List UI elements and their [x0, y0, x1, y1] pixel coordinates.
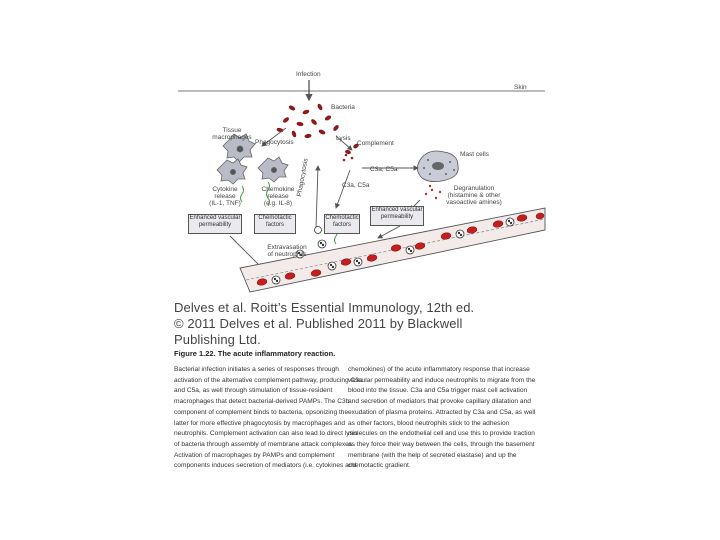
caption-left-line: activation of the alternative complement…	[174, 376, 363, 384]
caption-right-line: vascular permeability and induce neutrop…	[348, 376, 536, 384]
caption-right-line: chemokines) of the acute inflammatory re…	[348, 366, 530, 373]
c3a-c5a-right-label: C3a, C5a	[370, 166, 398, 173]
caption-left-line: latter for more effective phagocytosis b…	[174, 419, 346, 427]
credit-line-2: © 2011 Delves et al. Published 2011 by B…	[174, 316, 463, 331]
complement-arrow	[335, 135, 353, 151]
chemotactic-mid-line-2: factors	[332, 222, 351, 228]
caption-right-line: chemotactic gradient.	[348, 462, 411, 470]
caption-left-line: neutrophils. Complement activation can a…	[174, 430, 358, 438]
caption-left-line: component of complement binds to bacteri…	[174, 408, 349, 416]
extravasation-label: Extravasation of neutrophils	[262, 244, 312, 258]
credit-line-1: Delves et al. Roitt’s Essential Immunolo…	[174, 300, 475, 315]
bacteria-label: Bacteria	[331, 104, 355, 111]
chemotactic-mid-line-1: Chemotactic	[325, 215, 359, 221]
caption-right-column: chemokines) of the acute inflammatory re…	[348, 365, 548, 472]
caption-right-line: molecules on the endothelial cell and us…	[348, 430, 535, 438]
caption-left-line: components induces secretion of mediator…	[174, 462, 357, 470]
red-blood-cells	[256, 212, 545, 286]
caption-right-line: membrane (with the help of secreted elas…	[348, 451, 517, 459]
phagocytosis-arrow	[261, 127, 287, 147]
cytokine-release-label: Cytokine release (IL-1, TNF)	[204, 186, 246, 207]
bacteria-cluster	[276, 103, 359, 155]
enhanced-vascular-permeability-box-left: Enhanced vascular permeability	[188, 214, 242, 234]
chemotactic-left-line-1: Chemotactic	[258, 215, 292, 221]
degranulation-granules	[424, 184, 442, 200]
inflammation-diagram: Infection Skin Bacteria Tissue macrophag…	[178, 71, 546, 293]
caption-right-line: as they force their way between the cell…	[348, 440, 535, 448]
caption-left-line: macrophages that detect bacterial-derive…	[174, 398, 350, 406]
lysis-label: Lysis	[336, 135, 351, 142]
caption-left-line: Activation of macrophages by PAMPs and c…	[174, 451, 335, 459]
degranulation-line-3: vasoactive amines)	[446, 199, 502, 206]
chemokine-line-1: Chemokine	[261, 186, 295, 193]
figure-title: Figure 1.22. The acute inflammatory reac…	[174, 349, 336, 358]
complement-label: Complement	[357, 140, 394, 147]
caption-left-line: Bacterial infection initiates a series o…	[174, 366, 339, 373]
skin-label: Skin	[514, 84, 527, 91]
extravasation-line-1: Extravasation	[267, 244, 307, 251]
box-right-line-2: permeability	[380, 214, 414, 220]
c3a-c5a-mid-label: C3a, C5a	[342, 182, 370, 189]
box-left-line-1: Enhanced vascular	[189, 215, 241, 221]
caption-right-line: and secretion of mediators that provoke …	[348, 398, 531, 406]
enhanced-vascular-permeability-box-right: Enhanced vascular permeability	[370, 206, 424, 226]
tissue-macrophages-line-1: Tissue	[222, 127, 242, 134]
caption-right-line: exudation of plasma proteins. Attracted …	[348, 408, 536, 416]
degranulation-label: Degranulation (histamine & other vasoact…	[442, 185, 506, 206]
neutrophils	[271, 217, 515, 285]
enhanced-right-arrow	[377, 225, 401, 239]
cytokine-line-1: Cytokine	[212, 186, 238, 193]
mast-cell	[417, 150, 459, 182]
chemotactic-factors-box-mid: Chemotactic factors	[324, 214, 360, 234]
diagram-artwork	[178, 80, 546, 293]
infection-label: Infection	[296, 71, 321, 78]
caption-left-column: Bacterial infection initiates a series o…	[174, 365, 363, 472]
tissue-macrophages-label: Tissue macrophages	[212, 127, 252, 141]
degranulation-line-2: (histamine & other	[447, 192, 501, 199]
box-left-line-2: permeability	[198, 222, 232, 228]
macrophage-cells	[216, 133, 289, 185]
chemotactic-left-line-2: factors	[265, 222, 284, 228]
caption-right-line: blood into the tissue. C3a and C5a trigg…	[348, 387, 528, 395]
caption-right-line: as other factors, blood neutrophils stic…	[348, 419, 510, 427]
mast-cells-label: Mast cells	[460, 151, 489, 158]
credit-line-3: Publishing Ltd.	[174, 332, 261, 347]
tissue-macrophages-line-2: macrophages	[212, 134, 252, 141]
caption-left-line: and C5a, as well through stimulation of …	[174, 387, 333, 395]
phagocytosis-label: Phagocytosis	[255, 139, 294, 146]
chemotactic-factors-box-left: Chemotactic factors	[254, 214, 296, 234]
extravasation-line-2: of neutrophils	[267, 251, 307, 258]
phagocytosis-vertical-arrow	[315, 165, 321, 229]
complement-dots	[342, 153, 354, 162]
box-right-line-1: Enhanced vascular	[371, 207, 423, 213]
enhanced-left-arrow	[229, 235, 263, 269]
degranulation-line-1: Degranulation	[453, 185, 495, 192]
chemokine-release-label: Chemokine release (e.g. IL-8)	[256, 186, 300, 207]
chemokine-line-2: release	[267, 193, 289, 200]
c3a-c5a-chemotactic-arrow	[335, 169, 351, 209]
cytokine-line-2: release	[214, 193, 236, 200]
caption-left-line: of bacteria through assembly of membrane…	[174, 440, 354, 448]
cytokine-line-3: (IL-1, TNF)	[209, 200, 241, 207]
chemokine-line-3: (e.g. IL-8)	[263, 200, 293, 207]
